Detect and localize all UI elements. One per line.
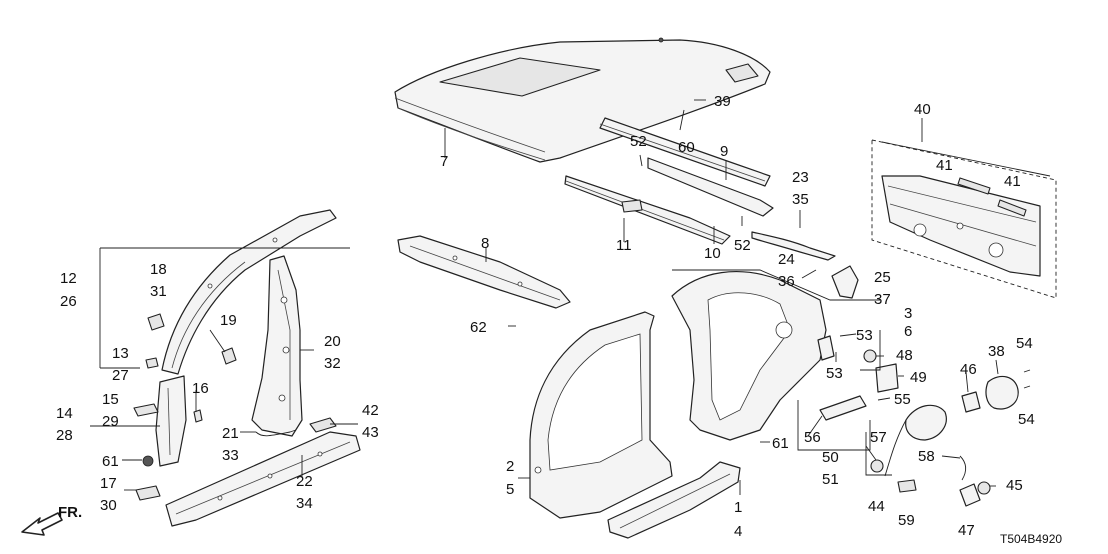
callout-label: 9 [720,143,728,160]
callout-label: 42 [362,402,379,419]
front-roof-header [397,235,571,309]
callout-label: 5 [506,481,514,498]
callout-label: 10 [704,245,721,262]
callout-label: 46 [960,361,977,378]
callout-label: 37 [874,291,891,308]
callout-label: 13 [112,345,129,362]
callout-label: 4 [734,523,742,540]
side-outer-front [529,311,673,519]
a-pillar [161,209,337,375]
rear-panel [881,175,1041,277]
callout-label: 58 [918,448,935,465]
callout-label: 61 [772,435,789,452]
front-pillar-lower [155,375,187,467]
callout-label: 12 [60,270,77,287]
callout-label: 20 [324,333,341,350]
callout-label: 8 [481,235,489,252]
callout-label: 41 [1004,173,1021,190]
callout-label: 26 [60,293,77,310]
callout-label: 25 [874,269,891,286]
callout-label: 7 [440,153,448,170]
callout-label: 55 [894,391,911,408]
callout-label: 6 [904,323,912,340]
callout-label: 52 [630,133,647,150]
callout-label: 52 [734,237,751,254]
callout-label: 18 [150,261,167,278]
group-brackets [90,247,892,476]
callout-label: 51 [822,471,839,488]
callout-label: 15 [102,391,119,408]
callout-label: 2 [506,458,514,475]
callout-label: 62 [470,319,487,336]
callout-label: 1 [734,499,742,516]
callout-label: 53 [856,327,873,344]
callout-label: 34 [296,495,313,512]
rocker-inner [165,431,361,527]
callout-label: 56 [804,429,821,446]
callout-label: 16 [192,380,209,397]
callout-label: 23 [792,169,809,186]
callout-label: 44 [868,498,885,515]
callout-label: 24 [778,251,795,268]
callout-label: 57 [870,429,887,446]
callout-label: 28 [56,427,73,444]
leader-lines [122,99,1051,495]
left-small-parts [133,313,337,501]
callout-label: 45 [1006,477,1023,494]
callout-label: 40 [914,101,931,118]
callout-label: 41 [936,157,953,174]
callout-label: 50 [822,449,839,466]
rocker-outer [607,461,741,539]
callout-label: 29 [102,413,119,430]
rear-quarter-panel [671,271,827,441]
callout-label: 54 [1018,411,1035,428]
callout-label: 43 [362,424,379,441]
callout-label: 35 [792,191,809,208]
callout-label: 27 [112,367,129,384]
callout-label: 39 [714,93,731,110]
rear-panel-box [871,139,1057,299]
callout-label: 38 [988,343,1005,360]
callout-label: 11 [616,237,632,254]
callout-label: 31 [150,283,167,300]
roof-panel [394,37,771,163]
callout-label: 49 [910,369,927,386]
rear-roof-seal [751,231,836,261]
roof-rails [564,117,774,245]
callout-label: 47 [958,522,975,539]
bracket-25 [831,265,859,299]
fuel-parts [817,335,1031,507]
front-direction-indicator: FR. [21,504,82,536]
callout-label: 53 [826,365,843,382]
callout-label: 19 [220,312,237,329]
callout-label: 22 [296,473,313,490]
figure-code: T504B4920 [1000,532,1062,546]
callout-label: 17 [100,475,117,492]
callout-label: 61 [102,453,119,470]
callout-label: 33 [222,447,239,464]
callout-label: 59 [898,512,915,529]
callout-label: 36 [778,273,795,290]
callout-label: 14 [56,405,73,422]
callout-label: 32 [324,355,341,372]
callout-label: 3 [904,305,912,322]
callout-label: 30 [100,497,117,514]
direction-label: FR. [58,504,82,521]
front-arrow-icon [21,512,63,536]
b-pillar-inner [251,255,303,437]
callout-label: 48 [896,347,913,364]
callout-label: 54 [1016,335,1033,352]
callout-label: 21 [222,425,239,442]
callout-label: 60 [678,139,695,156]
callout-labels: 1 2 3 4 5 6 7 8 9 10 11 12 13 14 15 16 1… [56,93,1035,540]
